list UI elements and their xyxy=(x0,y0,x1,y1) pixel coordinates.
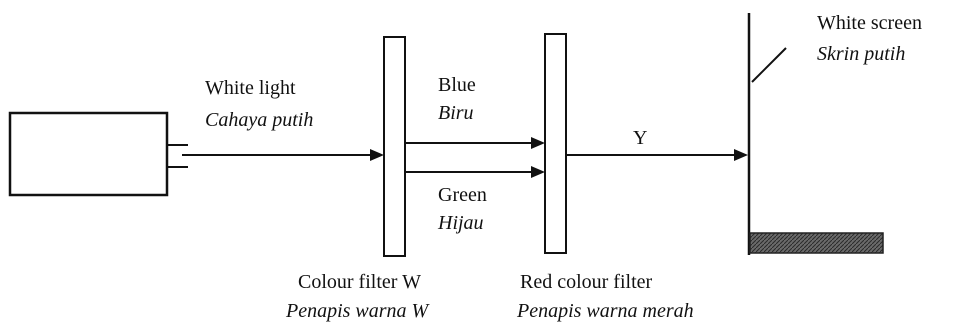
blue-label: Blue xyxy=(438,74,476,96)
red-colour-filter xyxy=(544,33,567,254)
screen-base xyxy=(749,232,884,254)
green-beam-arrowhead xyxy=(531,166,545,178)
white-screen-label-ms: Skrin putih xyxy=(817,43,905,65)
blue-label-ms: Biru xyxy=(438,102,474,124)
white-light-label-ms: Cahaya putih xyxy=(205,109,313,131)
red-colour-filter-label-ms: Penapis warna merah xyxy=(516,300,694,322)
white-light-arrowhead xyxy=(370,149,384,161)
y-beam-arrowhead xyxy=(734,149,748,161)
blue-beam-arrowhead xyxy=(531,137,545,149)
white-screen-label: White screen xyxy=(817,12,922,34)
light-source-box xyxy=(8,111,169,197)
white-light-label: White light xyxy=(205,77,296,99)
colour-filter-w xyxy=(383,36,406,257)
y-beam-label: Y xyxy=(633,127,647,149)
colour-filter-w-label-ms: Penapis warna W xyxy=(285,300,431,322)
green-label: Green xyxy=(438,184,487,206)
white-screen-pointer xyxy=(751,47,787,83)
green-label-ms: Hijau xyxy=(437,212,484,234)
red-colour-filter-label: Red colour filter xyxy=(520,271,653,293)
colour-filter-w-label: Colour filter W xyxy=(298,271,421,293)
